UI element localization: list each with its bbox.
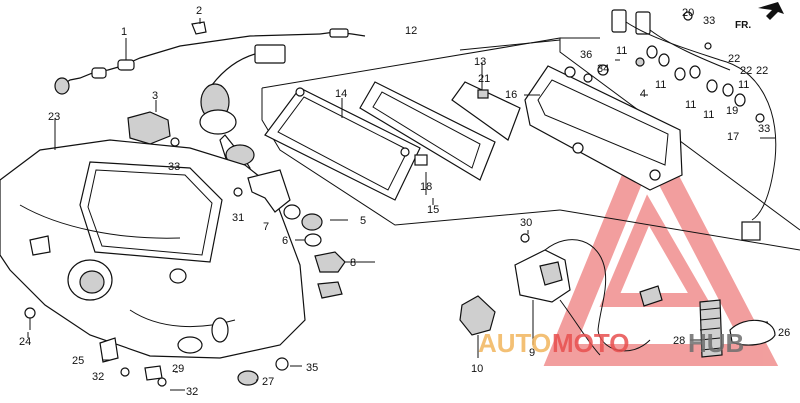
screw-34 <box>597 64 609 76</box>
callout-36: 36 <box>580 49 592 61</box>
callout-30: 30 <box>520 217 532 229</box>
callout-24: 24 <box>19 336 31 348</box>
callout-33c: 33 <box>758 123 770 135</box>
callout-33b: 33 <box>703 15 715 27</box>
callout-13: 13 <box>474 56 486 68</box>
ignition-switch-assembly <box>199 44 286 176</box>
callout-29: 29 <box>172 363 184 375</box>
meter-case <box>524 65 683 191</box>
callout-1: 1 <box>121 26 127 38</box>
group-frame-bottom <box>559 209 800 251</box>
callout-16: 16 <box>505 89 517 101</box>
screw-30 <box>520 233 530 243</box>
sensor-bracket <box>514 239 651 356</box>
callout-32a: 32 <box>92 371 104 383</box>
svg-text:MOTO: MOTO <box>552 328 630 358</box>
callout-5: 5 <box>360 215 366 227</box>
svg-text:FR.: FR. <box>735 20 751 31</box>
callout-2: 2 <box>196 5 202 17</box>
wire-harness <box>611 9 777 241</box>
bulb-18 <box>414 154 428 166</box>
cable-clip <box>191 21 207 35</box>
screw-32-left <box>120 367 130 377</box>
callout-labels: 1 2 3 4 5 6 7 8 9 10 11 11 11 11 11 12 1… <box>19 5 790 398</box>
cap-27 <box>237 370 259 386</box>
callout-19: 19 <box>726 105 738 117</box>
callout-27: 27 <box>262 376 274 388</box>
callout-31: 31 <box>232 212 244 224</box>
callout-32b: 32 <box>186 386 198 398</box>
callout-11a: 11 <box>616 45 627 57</box>
grommet-6b <box>304 233 322 247</box>
nut-8 <box>314 251 346 273</box>
speedometer-cable <box>54 28 366 95</box>
callout-33a: 33 <box>168 161 180 173</box>
screw-32-right <box>157 377 167 387</box>
bracket-7 <box>247 169 291 213</box>
relay-bracket <box>127 111 171 145</box>
meter-lens <box>264 87 421 201</box>
svg-text:HUB: HUB <box>688 328 744 358</box>
collar-5 <box>301 213 323 231</box>
callout-35: 35 <box>306 362 318 374</box>
meter-mask <box>359 81 496 181</box>
callout-8: 8 <box>350 257 356 269</box>
protector-tube-28 <box>699 299 723 358</box>
screw-24 <box>24 307 36 319</box>
callout-6: 6 <box>282 235 288 247</box>
callout-9: 9 <box>529 347 535 359</box>
callout-22b: 22 <box>740 65 752 77</box>
callout-12: 12 <box>405 25 417 37</box>
screw-31 <box>233 187 243 197</box>
grommet-35 <box>275 357 289 371</box>
callout-18: 18 <box>420 181 432 193</box>
grommet-6a <box>283 204 301 220</box>
callout-22c: 22 <box>756 65 768 77</box>
washer-36 <box>583 73 593 83</box>
callout-11c: 11 <box>685 99 696 111</box>
callout-26: 26 <box>778 327 790 339</box>
callout-25: 25 <box>72 355 84 367</box>
callout-14: 14 <box>335 88 347 100</box>
callout-11d: 11 <box>703 109 714 121</box>
callout-34: 34 <box>597 63 609 75</box>
clamp-26 <box>729 319 776 346</box>
indicator-board <box>451 81 521 141</box>
callout-23: 23 <box>48 111 60 123</box>
bulb-21 <box>477 89 489 99</box>
svg-text:AUTO: AUTO <box>478 328 551 358</box>
group-frame-left <box>261 88 561 226</box>
callout-10: 10 <box>471 363 483 375</box>
callout-17: 17 <box>727 131 739 143</box>
callout-7: 7 <box>263 221 269 233</box>
watermark-text: AUTO MOTO HUB <box>478 328 744 358</box>
callout-4: 4 <box>640 88 646 100</box>
callout-15: 15 <box>427 204 439 216</box>
screw-33 <box>170 137 180 147</box>
connector <box>639 285 663 307</box>
front-direction-arrow: FR. <box>735 2 784 31</box>
callout-22a: 22 <box>728 53 740 65</box>
callout-20: 20 <box>682 7 694 19</box>
rubber-mount-10 <box>459 295 496 336</box>
callout-3: 3 <box>152 90 158 102</box>
callout-21: 21 <box>478 73 490 85</box>
meter-panel-cover <box>0 139 306 381</box>
callout-11b: 11 <box>655 79 666 91</box>
callout-11e: 11 <box>738 79 749 91</box>
callout-28: 28 <box>673 335 685 347</box>
